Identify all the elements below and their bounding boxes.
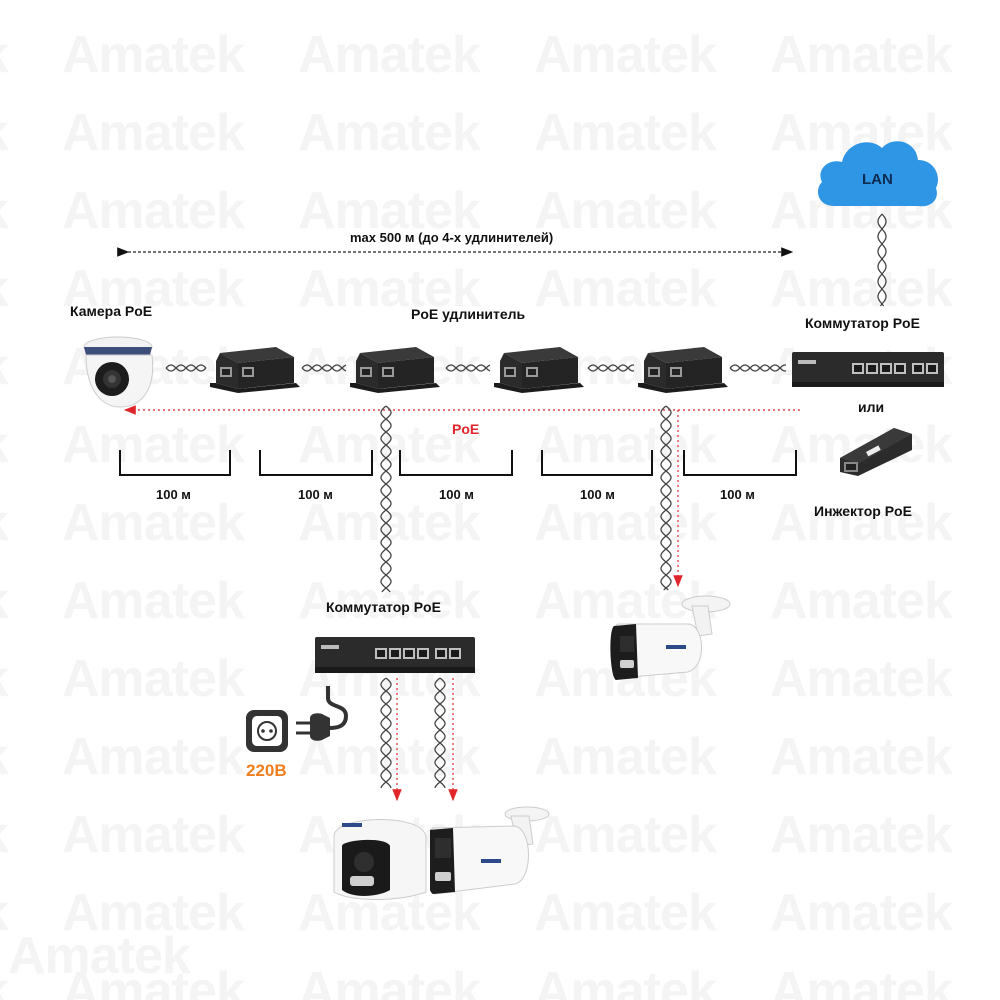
- cloud-icon: [818, 141, 938, 207]
- bullet-camera-right: [610, 595, 731, 680]
- twisted-pair-cable: [877, 213, 887, 307]
- twisted-pair-cable: [660, 405, 672, 591]
- twisted-pair-cable: [587, 364, 635, 372]
- twisted-pair-cable: [729, 364, 787, 372]
- twisted-pair-cable: [380, 677, 392, 789]
- camera-brand-logo: [342, 823, 362, 827]
- segment-length-1: 100 м: [156, 487, 191, 502]
- twisted-pair-cable: [380, 405, 392, 593]
- segment-bracket: [683, 450, 797, 476]
- dome-camera-ir: [83, 336, 154, 408]
- segment-bracket: [259, 450, 373, 476]
- camera-poe-label: Камера PoE: [70, 303, 153, 319]
- twisted-pair-cable: [301, 364, 347, 372]
- twisted-pair-cable: [587, 364, 635, 372]
- twisted-pair-cable: [445, 364, 491, 372]
- twisted-pair-cable: [660, 405, 672, 591]
- poe-flow-label: PoE: [452, 421, 480, 437]
- power-socket-icon: [246, 710, 288, 752]
- poe-switch-bottom: [315, 637, 475, 673]
- segment-length-4: 100 м: [580, 487, 615, 502]
- range-label: max 500 м (до 4-х удлинителей): [350, 230, 554, 245]
- switch-brand-logo: [321, 645, 339, 649]
- poe-extender-3: [494, 347, 584, 393]
- power-plug-icon: [296, 686, 349, 741]
- switch-top-label: Коммутатор PoE: [805, 315, 920, 331]
- segment-bracket: [541, 450, 653, 476]
- segment-bracket: [119, 450, 231, 476]
- segment-brackets: [119, 450, 797, 476]
- twisted-pair-cable: [301, 364, 347, 372]
- twisted-pair-cable: [729, 364, 787, 372]
- poe-switch-top: [792, 352, 944, 387]
- dome-camera-bottom: [333, 819, 427, 900]
- lan-label: LAN: [862, 171, 893, 188]
- or-label: или: [858, 399, 885, 415]
- poe-injector: [840, 428, 912, 476]
- bullet-camera-bottom: [430, 806, 550, 895]
- camera-brand-logo: [666, 645, 686, 649]
- camera-brand-logo: [481, 859, 501, 863]
- poe-extender-label: PoE удлинитель: [411, 306, 526, 322]
- twisted-pair-cable: [434, 677, 446, 789]
- segment-length-5: 100 м: [720, 487, 755, 502]
- injector-label: Инжектор PoE: [814, 503, 912, 519]
- twisted-pair-cable: [165, 364, 207, 372]
- segment-length-3: 100 м: [439, 487, 474, 502]
- voltage-label: 220В: [246, 761, 287, 780]
- segment-bracket: [399, 450, 513, 476]
- poe-extender-2: [350, 347, 440, 393]
- watermark-text: Amatek: [8, 927, 191, 985]
- twisted-pair-cable: [380, 677, 392, 789]
- segment-length-2: 100 м: [298, 487, 333, 502]
- poe-extender-4: [638, 347, 728, 393]
- switch-brand-logo: [798, 360, 816, 364]
- switch-bottom-label: Коммутатор PoE: [326, 599, 441, 615]
- twisted-pair-cable: [434, 677, 446, 789]
- poe-extender-1: [210, 347, 300, 393]
- twisted-pair-cable: [380, 405, 392, 593]
- twisted-pair-cable: [445, 364, 491, 372]
